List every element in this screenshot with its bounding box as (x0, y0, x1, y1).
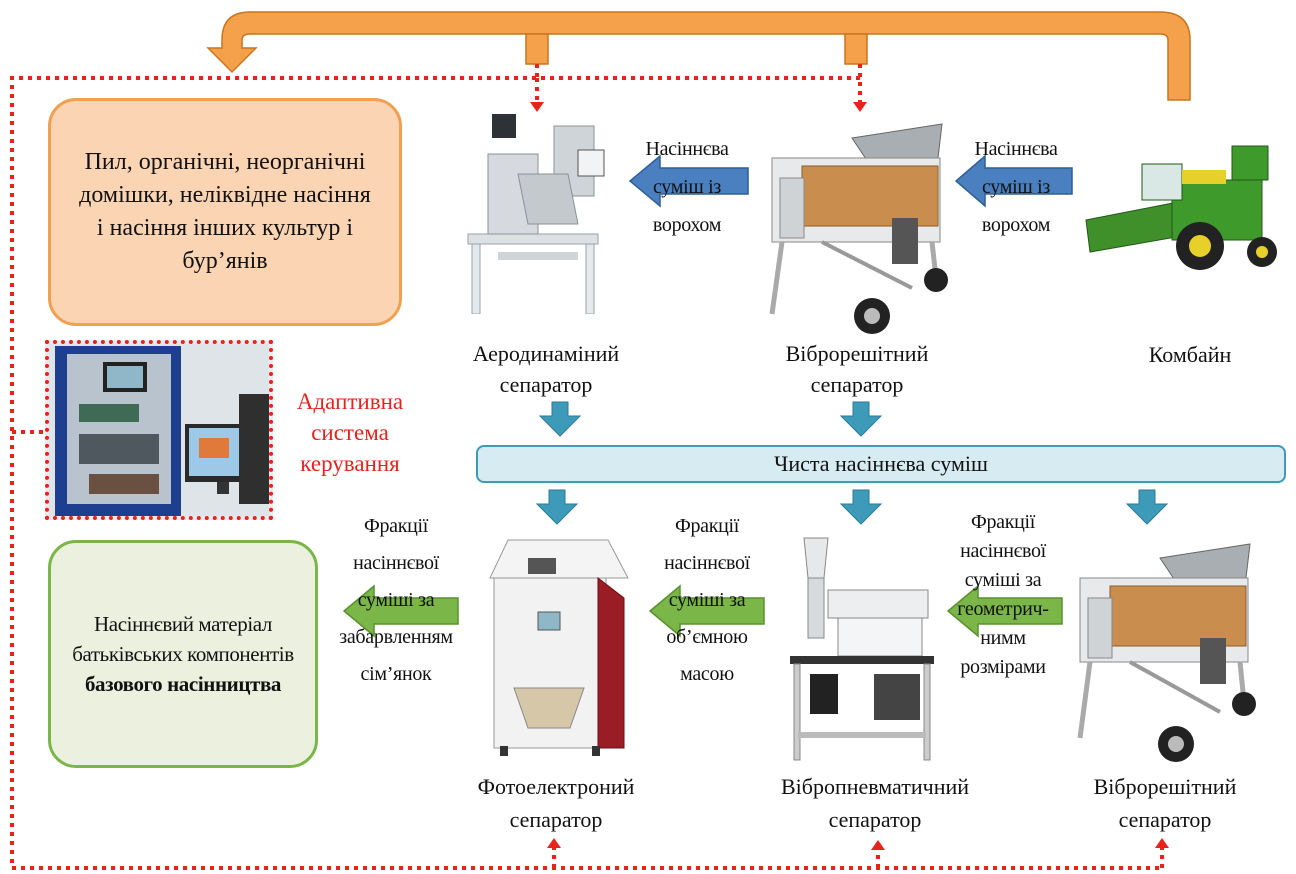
label-combine: Комбайн (1148, 342, 1232, 367)
aerodynamic-separator-image (458, 114, 618, 315)
green-arrows (342, 584, 1063, 638)
flow-label-combine-to-vibro: Насіннєва суміш із ворохом (974, 138, 1058, 236)
label-vibro-sieve-bottom: Віброрешітний сепаратор (1093, 774, 1237, 832)
blue-arrow-vibro-to-aero (628, 154, 749, 208)
control-network (10, 64, 1164, 870)
waste-box: Пил, органічні, неорганічні домішки, нел… (48, 98, 402, 326)
label-vibropneumatic-separator: Вібропневматичний сепаратор (780, 774, 970, 832)
vibro-sieve-separator-bottom-image (1070, 538, 1256, 766)
clean-mixture-bar: Чиста насіннєва суміш (476, 445, 1286, 483)
flow-label-geometric: Фракції насіннєвої суміші за геометрич-н… (957, 511, 1049, 678)
flow-label-color: Фракції насіннєвої суміші за забарвлення… (339, 515, 453, 685)
teal-down-arrows (535, 401, 1169, 525)
vibropneumatic-separator-image (788, 534, 936, 762)
product-text-bold: базового насінництва (84, 672, 282, 696)
product-box: Насіннєвий матеріал батьківських компоне… (48, 540, 318, 768)
clean-mixture-label: Чиста насіннєва суміш (774, 451, 988, 476)
adaptive-system-label: Адаптивна система керування (296, 389, 404, 476)
label-aerodynamic-separator: Аеродинаміний сепаратор (472, 341, 620, 397)
control-arrowheads (530, 102, 1169, 850)
orange-feedback-arrow (206, 11, 1191, 101)
control-cabinet-image (45, 340, 273, 520)
photoelectronic-separator-image (488, 538, 630, 756)
orange-tap-1 (525, 33, 549, 65)
combine-image (1082, 140, 1290, 280)
waste-box-text: Пил, органічні, неорганічні домішки, нел… (79, 149, 371, 274)
label-photoelectronic-separator: Фотоелектроний сепаратор (477, 774, 635, 832)
flow-label-volume-mass: Фракції насіннєвої суміші за об’ємною ма… (664, 515, 750, 685)
vibro-sieve-separator-top-image (762, 118, 948, 338)
product-box-text: Насіннєвий матеріал батьківських компоне… (65, 609, 301, 699)
blue-arrow-combine-to-vibro (954, 154, 1073, 208)
flow-label-vibro-to-aero: Насіннєва суміш із ворохом (645, 138, 729, 236)
orange-tap-2 (844, 33, 868, 65)
label-vibro-sieve-top: Віброрешітний сепаратор (785, 341, 929, 397)
product-text-normal: Насіннєвий матеріал батьківських компоне… (72, 612, 294, 666)
